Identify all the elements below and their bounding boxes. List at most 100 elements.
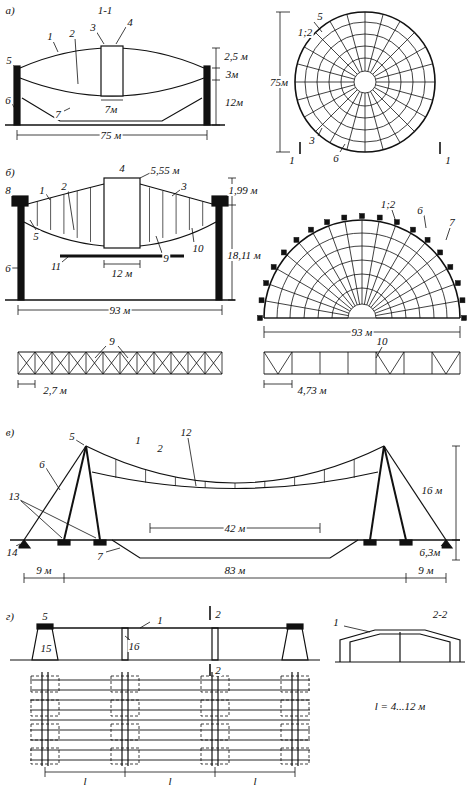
stroke	[90, 188, 91, 242]
callout-label: 5	[41, 610, 49, 622]
stroke	[31, 748, 59, 764]
callout-label: 1	[134, 434, 142, 446]
stroke	[316, 33, 358, 75]
stroke	[330, 21, 360, 72]
stroke	[216, 48, 217, 125]
callout-label: l	[82, 775, 87, 787]
stroke	[291, 672, 292, 766]
stroke	[171, 352, 188, 374]
stroke	[69, 352, 70, 374]
stroke	[209, 606, 211, 620]
stroke	[104, 264, 140, 265]
stroke	[69, 352, 86, 374]
stroke	[205, 352, 206, 374]
stroke	[368, 93, 383, 150]
stroke	[20, 500, 96, 538]
stroke	[446, 573, 447, 583]
stroke	[120, 352, 137, 374]
stroke	[292, 380, 293, 388]
stroke	[156, 236, 162, 253]
stroke	[278, 352, 292, 374]
stroke	[30, 220, 36, 230]
callout-label: 6	[4, 262, 12, 274]
plan-a-dims	[276, 12, 440, 154]
stroke	[264, 352, 278, 374]
callout-label: 18,11 м	[226, 249, 262, 261]
stroke	[86, 352, 87, 374]
stroke	[399, 632, 400, 662]
stroke	[390, 352, 404, 374]
stroke	[10, 539, 460, 540]
stroke	[340, 630, 460, 662]
stroke	[192, 228, 194, 243]
stroke	[12, 268, 18, 269]
stroke	[228, 205, 236, 206]
callout-label: 5	[316, 10, 324, 22]
stroke	[295, 12, 435, 152]
stroke	[103, 352, 120, 374]
stroke	[188, 352, 189, 374]
stroke	[101, 46, 123, 96]
stroke	[50, 198, 51, 230]
stroke	[30, 710, 310, 711]
stroke	[204, 66, 210, 125]
callout-label: 3	[180, 180, 188, 192]
stroke	[297, 672, 298, 766]
plan-b-dims	[264, 326, 460, 338]
callout-label: 93 м	[109, 304, 132, 316]
stroke	[103, 352, 104, 374]
callout-label: 10	[376, 335, 389, 347]
stroke	[5, 299, 235, 301]
stroke	[365, 93, 366, 152]
stroke	[314, 22, 322, 32]
stroke	[111, 724, 139, 740]
stroke	[282, 628, 308, 660]
stroke	[64, 108, 70, 111]
stroke	[37, 202, 38, 226]
stroke	[58, 540, 70, 545]
stroke	[384, 446, 446, 540]
stroke	[360, 214, 365, 219]
stroke	[162, 191, 163, 238]
stroke	[330, 92, 360, 143]
stroke	[347, 93, 362, 150]
stroke	[150, 523, 151, 533]
callout-label: 7	[54, 108, 62, 120]
stroke	[297, 85, 354, 100]
callout-label: 1	[38, 184, 46, 196]
stroke	[295, 82, 354, 83]
stroke	[375, 47, 426, 77]
stroke	[18, 380, 19, 388]
callout-label: 75м	[269, 76, 289, 88]
callout-label: 1	[288, 154, 296, 166]
stroke	[376, 352, 390, 374]
stroke	[228, 300, 236, 301]
callout-label: 9	[162, 252, 170, 264]
stroke	[364, 540, 376, 545]
stroke	[344, 626, 370, 632]
stroke	[30, 760, 310, 761]
stroke	[264, 373, 460, 374]
stroke	[294, 477, 295, 486]
stroke	[271, 265, 276, 270]
stroke	[211, 672, 212, 766]
stroke	[201, 700, 229, 716]
callout-label: 3	[308, 134, 316, 146]
section-a	[5, 27, 225, 140]
callout-label: 15	[40, 642, 53, 654]
callout-label: 8	[4, 184, 12, 196]
stroke	[376, 352, 377, 374]
stroke	[140, 222, 216, 246]
stroke	[259, 298, 264, 303]
stroke	[294, 237, 299, 242]
stroke	[345, 221, 360, 304]
stroke	[45, 767, 46, 777]
stroke	[18, 352, 19, 374]
stroke	[86, 352, 103, 374]
stroke	[64, 573, 65, 583]
callout-label: 2,7 м	[42, 384, 68, 396]
stroke	[371, 21, 401, 72]
callout-label: 2	[156, 442, 164, 454]
stroke	[222, 305, 223, 315]
